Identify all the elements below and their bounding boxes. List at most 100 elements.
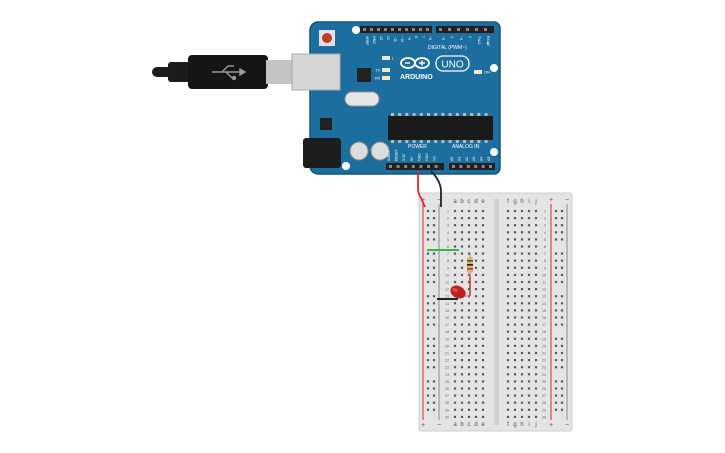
breadboard-hole[interactable]	[481, 295, 485, 298]
breadboard-hole[interactable]	[513, 238, 517, 241]
rail-hole[interactable]	[560, 280, 564, 284]
breadboard-hole[interactable]	[460, 266, 464, 269]
breadboard-hole[interactable]	[453, 316, 457, 319]
breadboard-hole[interactable]	[506, 380, 510, 383]
breadboard-hole[interactable]	[460, 273, 464, 276]
breadboard-hole[interactable]	[460, 359, 464, 362]
rail-hole[interactable]	[560, 351, 564, 355]
power-header[interactable]	[386, 163, 444, 170]
digital-pin-hole[interactable]	[370, 28, 373, 31]
breadboard-hole[interactable]	[474, 330, 478, 333]
breadboard-hole[interactable]	[474, 302, 478, 305]
breadboard-hole[interactable]	[481, 238, 485, 241]
breadboard-hole[interactable]	[513, 408, 517, 411]
digital-pin-hole[interactable]	[391, 28, 394, 31]
power-pin-hole[interactable]	[404, 165, 408, 168]
breadboard-hole[interactable]	[534, 408, 538, 411]
rail-hole[interactable]	[560, 231, 564, 234]
rail-hole[interactable]	[426, 295, 430, 298]
rail-hole[interactable]	[432, 309, 436, 312]
breadboard-hole[interactable]	[460, 415, 464, 418]
breadboard-hole[interactable]	[467, 330, 471, 333]
breadboard-hole[interactable]	[520, 224, 524, 227]
breadboard-hole[interactable]	[506, 415, 510, 418]
wires[interactable]	[417, 170, 471, 300]
breadboard-hole[interactable]	[481, 316, 485, 319]
breadboard-hole[interactable]	[527, 252, 531, 255]
rail-hole[interactable]	[560, 252, 564, 255]
breadboard-hole[interactable]	[534, 273, 538, 276]
power-pin-hole[interactable]	[389, 165, 392, 168]
rail-hole[interactable]	[426, 351, 430, 355]
breadboard-hole[interactable]	[506, 394, 510, 397]
breadboard-hole[interactable]	[481, 380, 485, 383]
breadboard-hole[interactable]	[513, 344, 517, 347]
rail-hole[interactable]	[554, 408, 558, 411]
breadboard-hole[interactable]	[534, 252, 538, 255]
breadboard-hole[interactable]	[467, 224, 471, 227]
breadboard-hole[interactable]	[534, 373, 538, 376]
breadboard-hole[interactable]	[506, 259, 510, 262]
wire-gnd-black[interactable]	[430, 170, 442, 207]
rail-hole[interactable]	[432, 351, 436, 355]
breadboard-hole[interactable]	[453, 408, 457, 411]
breadboard-hole[interactable]	[534, 231, 538, 234]
breadboard-hole[interactable]	[474, 366, 478, 369]
breadboard-hole[interactable]	[453, 415, 457, 418]
breadboard-hole[interactable]	[481, 366, 485, 369]
breadboard-hole[interactable]	[460, 394, 464, 397]
digital-pin-hole[interactable]	[448, 28, 451, 31]
breadboard-hole[interactable]	[506, 252, 510, 255]
breadboard-hole[interactable]	[513, 295, 517, 298]
breadboard-hole[interactable]	[527, 408, 531, 411]
breadboard-hole[interactable]	[453, 273, 457, 276]
breadboard-hole[interactable]	[527, 231, 531, 234]
breadboard-hole[interactable]	[474, 309, 478, 312]
breadboard-hole[interactable]	[506, 344, 510, 347]
breadboard-hole[interactable]	[467, 245, 471, 248]
breadboard-hole[interactable]	[513, 330, 517, 333]
breadboard-hole[interactable]	[520, 316, 524, 319]
rail-hole[interactable]	[554, 209, 558, 213]
breadboard-hole[interactable]	[453, 280, 457, 284]
rail-hole[interactable]	[432, 259, 436, 262]
breadboard-hole[interactable]	[467, 217, 471, 220]
breadboard-hole[interactable]	[460, 302, 464, 305]
breadboard-hole[interactable]	[467, 238, 471, 241]
analog-pin-hole[interactable]	[452, 165, 455, 168]
breadboard-hole[interactable]	[453, 401, 457, 404]
breadboard-hole[interactable]	[527, 380, 531, 383]
breadboard-hole[interactable]	[513, 380, 517, 383]
rail-hole[interactable]	[426, 280, 430, 284]
breadboard-hole[interactable]	[481, 245, 485, 248]
breadboard-hole[interactable]	[513, 302, 517, 305]
breadboard-hole[interactable]	[520, 295, 524, 298]
breadboard-hole[interactable]	[506, 280, 510, 284]
breadboard-hole[interactable]	[527, 295, 531, 298]
breadboard-hole[interactable]	[534, 401, 538, 404]
breadboard-hole[interactable]	[481, 266, 485, 269]
rail-hole[interactable]	[432, 295, 436, 298]
breadboard-hole[interactable]	[506, 209, 510, 213]
rail-hole[interactable]	[554, 309, 558, 312]
breadboard-hole[interactable]	[453, 224, 457, 227]
breadboard-hole[interactable]	[474, 217, 478, 220]
rail-hole[interactable]	[432, 273, 436, 276]
rail-hole[interactable]	[432, 387, 436, 390]
breadboard-hole[interactable]	[513, 366, 517, 369]
breadboard-hole[interactable]	[527, 401, 531, 404]
rail-hole[interactable]	[554, 224, 558, 227]
rail-hole[interactable]	[554, 217, 558, 220]
breadboard-hole[interactable]	[534, 238, 538, 241]
breadboard-hole[interactable]	[506, 245, 510, 248]
breadboard-hole[interactable]	[513, 224, 517, 227]
rail-hole[interactable]	[426, 344, 430, 347]
breadboard-hole[interactable]	[513, 259, 517, 262]
breadboard-hole[interactable]	[513, 359, 517, 362]
breadboard-hole[interactable]	[513, 252, 517, 255]
breadboard-hole[interactable]	[453, 351, 457, 355]
breadboard-hole[interactable]	[460, 231, 464, 234]
led[interactable]	[448, 283, 470, 301]
rail-hole[interactable]	[554, 401, 558, 404]
